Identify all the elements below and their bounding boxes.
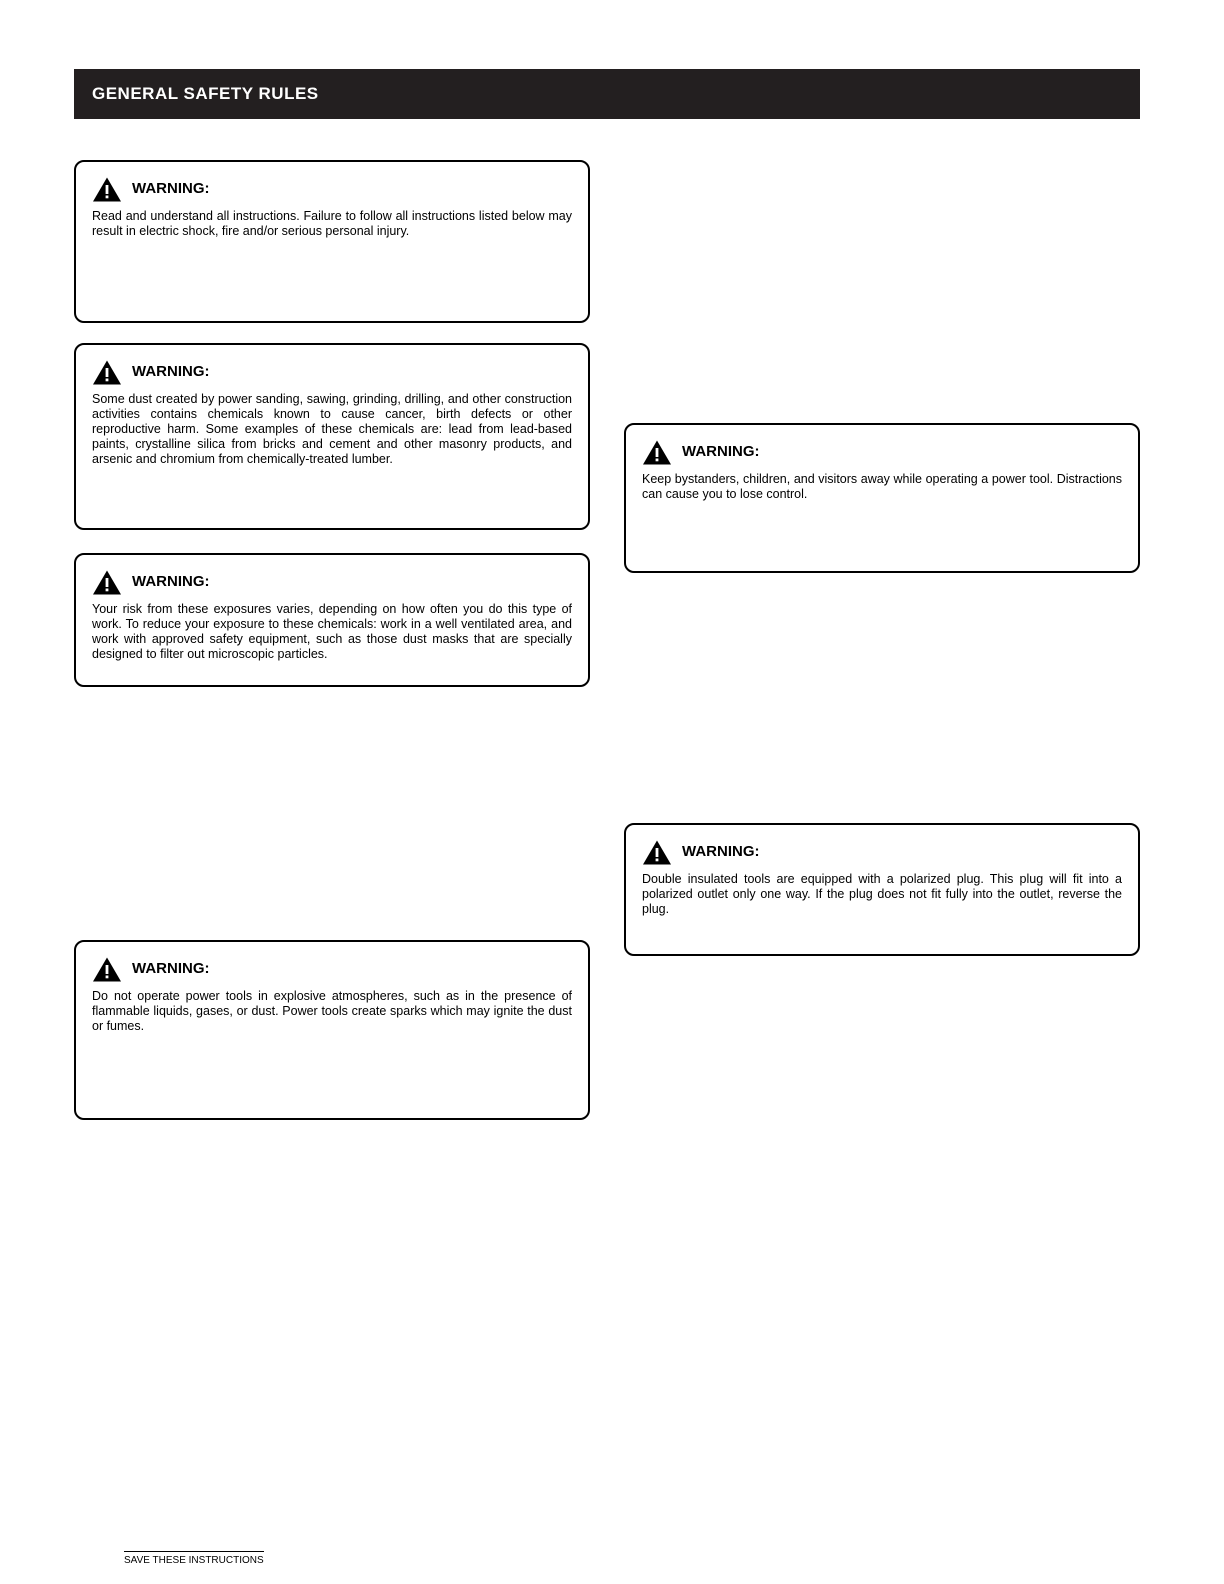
warning-label-5: WARNING:	[682, 443, 760, 460]
footnote-rule	[124, 1551, 264, 1552]
warning-box-5: WARNING: Keep bystanders, children, and …	[624, 423, 1140, 573]
warning-text-5: Keep bystanders, children, and visitors …	[642, 472, 1122, 501]
warning-label-3: WARNING:	[132, 573, 210, 590]
warning-text-4: Do not operate power tools in explosive …	[92, 989, 572, 1033]
warning-triangle-icon	[643, 440, 671, 465]
warning-triangle-icon	[93, 957, 121, 982]
footnote: SAVE THESE INSTRUCTIONS	[124, 1551, 544, 1567]
warning-header-4: WARNING:	[76, 942, 588, 983]
warning-box-3: WARNING: Your risk from these exposures …	[74, 553, 590, 687]
footnote-text: SAVE THESE INSTRUCTIONS	[124, 1555, 264, 1566]
warning-box-1: WARNING: Read and understand all instruc…	[74, 160, 590, 323]
warning-box-2: WARNING: Some dust created by power sand…	[74, 343, 590, 530]
warning-header-6: WARNING:	[626, 825, 1138, 866]
warning-header-5: WARNING:	[626, 425, 1138, 466]
warning-triangle-icon	[93, 570, 121, 595]
warning-text-6: Double insulated tools are equipped with…	[642, 872, 1122, 916]
warning-header-2: WARNING:	[76, 345, 588, 386]
section-header-title: GENERAL SAFETY RULES	[92, 84, 319, 103]
warning-label-2: WARNING:	[132, 363, 210, 380]
warning-text-2: Some dust created by power sanding, sawi…	[92, 392, 572, 466]
warning-header-3: WARNING:	[76, 555, 588, 596]
warning-header-1: WARNING:	[76, 162, 588, 203]
warning-text-3: Your risk from these exposures varies, d…	[92, 602, 572, 661]
warning-label-6: WARNING:	[682, 843, 760, 860]
warning-triangle-icon	[93, 360, 121, 385]
warning-triangle-icon	[643, 840, 671, 865]
warning-label-4: WARNING:	[132, 960, 210, 977]
section-header-bar: GENERAL SAFETY RULES	[74, 69, 1140, 119]
warning-box-6: WARNING: Double insulated tools are equi…	[624, 823, 1140, 956]
warning-box-4: WARNING: Do not operate power tools in e…	[74, 940, 590, 1120]
warning-label-1: WARNING:	[132, 180, 210, 197]
warning-triangle-icon	[93, 177, 121, 202]
warning-text-1: Read and understand all instructions. Fa…	[92, 209, 572, 238]
